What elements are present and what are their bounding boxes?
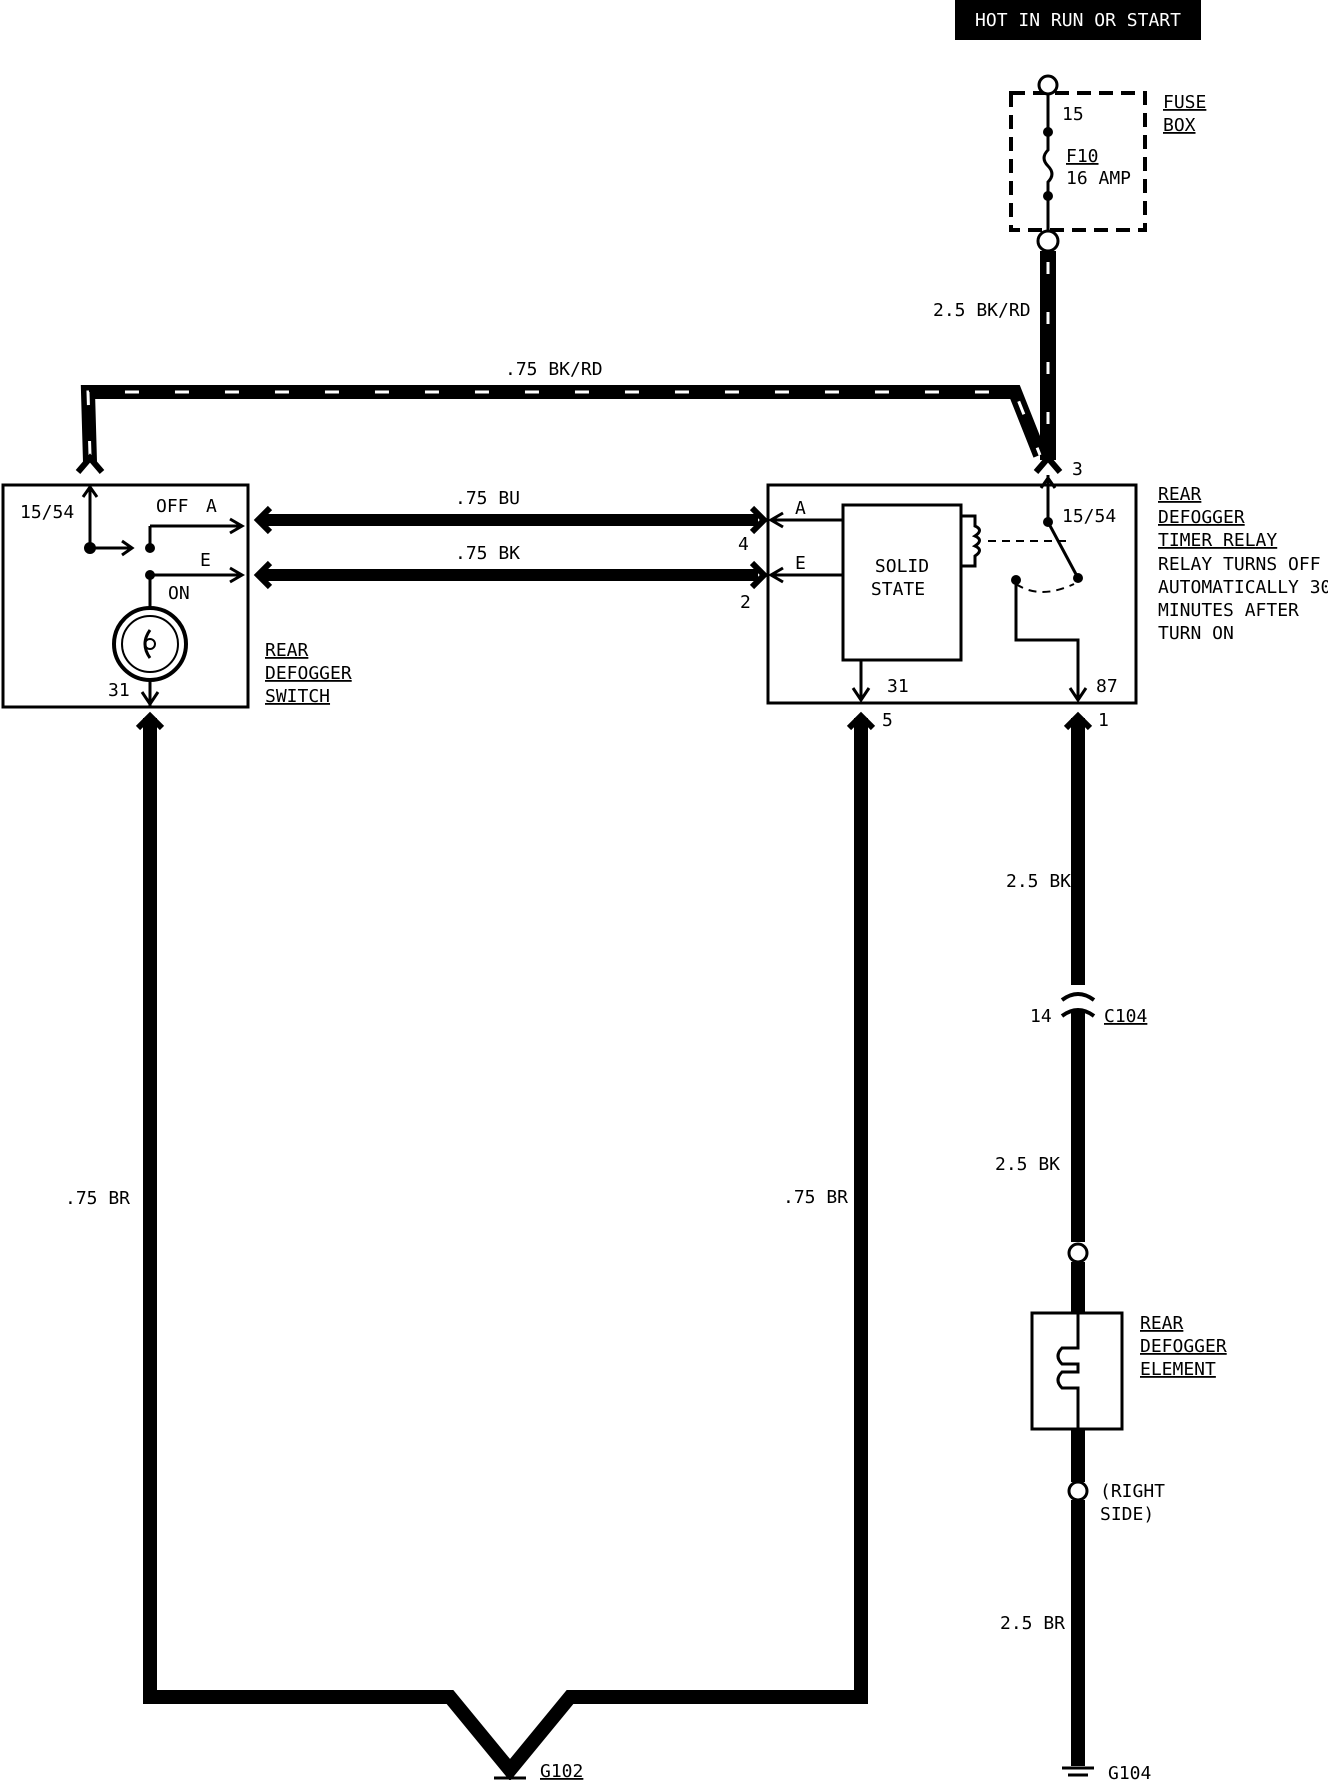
- switch-label-1: REAR: [265, 640, 309, 661]
- ground-g102: G102: [494, 1761, 583, 1780]
- wire-feed-bkrd: 2.5 BK/RD: [933, 251, 1056, 460]
- relay-pin-1554: 15/54: [1062, 506, 1116, 527]
- relay-label-3: TIMER RELAY: [1158, 530, 1277, 551]
- wire-element-feed: 1 2.5 BK 14 C104 2.5 BK: [995, 710, 1147, 1315]
- switch-off: OFF: [156, 496, 189, 517]
- wire-element-ground: (RIGHT SIDE) 2.5 BR: [1000, 1429, 1165, 1766]
- switch-label-2: DEFOGGER: [265, 663, 352, 684]
- rear-defogger-element: REAR DEFOGGER ELEMENT: [1030, 1311, 1227, 1431]
- banner-text: HOT IN RUN OR START: [975, 10, 1181, 31]
- feed-wire-label: 2.5 BK/RD: [933, 300, 1031, 321]
- relay-label-2: DEFOGGER: [1158, 507, 1245, 528]
- relay-conn-1: 1: [1098, 710, 1109, 731]
- wire-a-bu: .75 BU: [253, 488, 769, 535]
- fuse-pin-15: 15: [1062, 104, 1084, 125]
- switch-pin-in: 15/54: [20, 502, 74, 523]
- relay-note-3: MINUTES AFTER: [1158, 600, 1299, 621]
- ground-g102-label: G102: [540, 1761, 583, 1780]
- element-feed-upper-label: 2.5 BK: [1006, 871, 1071, 892]
- ground-g104-label: G104: [1108, 1763, 1151, 1780]
- switch-ground-label: .75 BR: [65, 1188, 130, 1209]
- relay-note-4: TURN ON: [1158, 623, 1234, 644]
- relay-conn-5: 5: [882, 710, 893, 731]
- connector-pin: 14: [1030, 1006, 1052, 1027]
- splice-note-2: SIDE): [1100, 1504, 1154, 1525]
- fuse-box: 15 F10 16 AMP FUSE BOX: [1009, 74, 1206, 253]
- relay-solid-state-2: STATE: [871, 579, 925, 600]
- connector-name: C104: [1104, 1006, 1147, 1027]
- relay-pin-31: 31: [887, 676, 909, 697]
- ground-g104: G104: [1062, 1763, 1151, 1780]
- element-label-2: DEFOGGER: [1140, 1336, 1227, 1357]
- relay-pin-3: 3: [1072, 459, 1083, 480]
- fuse-rating: 16 AMP: [1066, 168, 1131, 189]
- switch-pin-ground: 31: [108, 680, 130, 701]
- top-bus-label: .75 BK/RD: [505, 359, 603, 380]
- element-feed-lower-label: 2.5 BK: [995, 1154, 1060, 1175]
- element-label-1: REAR: [1140, 1313, 1184, 1334]
- fuse-box-title-1: FUSE: [1163, 92, 1206, 113]
- rear-defogger-timer-relay: 3 15/54 A E 4 2 SOLID STATE 31 87 REAR D…: [738, 459, 1328, 705]
- splice-note-1: (RIGHT: [1100, 1481, 1165, 1502]
- element-label-3: ELEMENT: [1140, 1359, 1216, 1380]
- relay-label-1: REAR: [1158, 484, 1202, 505]
- relay-e: E: [795, 553, 806, 574]
- relay-a: A: [795, 498, 806, 519]
- relay-note-2: AUTOMATICALLY 30: [1158, 577, 1328, 598]
- relay-pin-2: 2: [740, 592, 751, 613]
- wire-ground-br: .75 BR .75 BR 5: [65, 710, 893, 1780]
- fuse-id: F10: [1066, 146, 1099, 167]
- relay-solid-state-1: SOLID: [875, 556, 929, 577]
- relay-note-1: RELAY TURNS OFF: [1158, 554, 1321, 575]
- wire-e-bk: .75 BK: [253, 543, 769, 590]
- switch-on: ON: [168, 583, 190, 604]
- switch-label-3: SWITCH: [265, 686, 330, 707]
- switch-a: A: [206, 496, 217, 517]
- rear-defogger-switch: 15/54 OFF A E ON 31 REAR DEFOGGER SWITCH: [1, 483, 352, 709]
- fuse-box-title-2: BOX: [1163, 115, 1196, 136]
- switch-e: E: [200, 550, 211, 571]
- a-wire-label: .75 BU: [455, 488, 520, 509]
- wire-top-bus: .75 BK/RD: [75, 359, 1063, 474]
- relay-pin-4: 4: [738, 534, 749, 555]
- power-banner: HOT IN RUN OR START: [955, 0, 1201, 40]
- relay-pin-87: 87: [1096, 676, 1118, 697]
- element-ground-label: 2.5 BR: [1000, 1613, 1065, 1634]
- e-wire-label: .75 BK: [455, 543, 520, 564]
- relay-ground-label: .75 BR: [783, 1187, 848, 1208]
